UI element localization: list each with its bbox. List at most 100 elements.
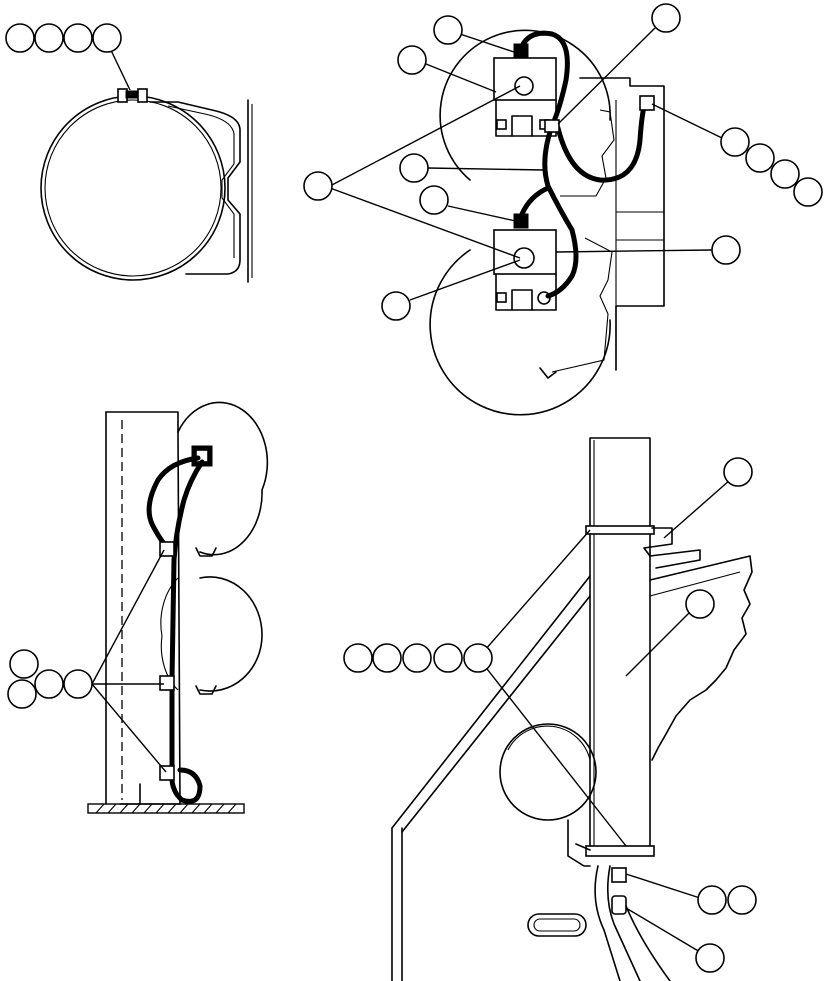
upper-bracket <box>560 109 615 197</box>
leader-line <box>91 683 167 773</box>
leader-line <box>625 907 701 953</box>
callout-bubble <box>695 943 725 973</box>
callout-bubble <box>433 643 463 673</box>
top-right-harness-view <box>303 3 823 416</box>
leader-line <box>625 609 693 677</box>
lower-terminal-nut <box>496 292 507 303</box>
callout-bubble <box>745 143 775 173</box>
frame-plate-inner <box>649 571 741 597</box>
lower-terminal-post <box>513 247 535 269</box>
callout-bubble <box>697 885 727 915</box>
upper-clamp-tab <box>195 547 217 557</box>
harness-clamp-nut <box>639 95 655 111</box>
upper-band <box>585 525 655 535</box>
callout-bubble <box>63 23 93 53</box>
callout-bubble <box>381 291 411 321</box>
upper-terminal-slot <box>511 115 533 137</box>
leader-line <box>425 63 497 93</box>
side-clip <box>159 541 175 557</box>
round-tank <box>499 723 597 821</box>
leader-line <box>479 659 627 847</box>
side-clip <box>159 675 175 691</box>
clamp-bolt <box>125 90 139 99</box>
callout-bubble <box>92 23 122 53</box>
callout-bubble <box>723 457 753 487</box>
bottom-right-mount-view <box>343 437 757 981</box>
upper-terminal-post <box>514 76 534 96</box>
leader-line <box>447 205 521 223</box>
callout-group-harness-view <box>303 3 741 321</box>
callout-bubble <box>5 23 35 53</box>
upper-cylinder <box>439 29 611 181</box>
ground-plate <box>87 803 245 814</box>
leader-line <box>557 27 656 125</box>
frame-rail-inner <box>401 595 591 833</box>
lower-clamp-tab <box>539 367 557 379</box>
callout-bubble <box>34 23 64 53</box>
leader-line <box>625 873 701 899</box>
fitting-nut <box>611 895 627 915</box>
column-top <box>105 411 179 433</box>
upper-terminal-nut <box>496 119 507 130</box>
callout-bubble <box>463 643 493 673</box>
side-harness-run <box>169 459 205 804</box>
hose-right <box>606 865 641 981</box>
callout-bubble <box>651 3 681 33</box>
bracket-plate <box>149 101 241 275</box>
hose-left <box>594 865 621 981</box>
callout-bubble <box>711 235 741 265</box>
fitting-body <box>611 867 627 883</box>
side-harness-loop <box>146 455 201 551</box>
clamp-band <box>44 99 222 277</box>
harness-wire-main <box>519 30 579 299</box>
cylinder-outline <box>40 95 226 281</box>
bottom-left-side-view <box>7 401 269 814</box>
ground-hatch <box>95 803 237 814</box>
leader-line <box>651 103 723 139</box>
callout-bubble <box>770 159 800 189</box>
lower-cylinder <box>429 249 611 416</box>
leader-line <box>91 549 165 685</box>
upper-side-cylinder <box>177 401 269 556</box>
callout-bubble <box>34 669 64 699</box>
leader-line <box>477 529 591 659</box>
callout-group-top-left <box>5 23 131 91</box>
lower-band <box>585 845 655 857</box>
hose-outer <box>625 905 671 981</box>
slot-opening-inner <box>533 918 581 932</box>
leader-line <box>459 33 515 53</box>
callout-group-fitting <box>625 873 757 915</box>
leader-line <box>329 187 521 259</box>
slot-opening <box>527 913 587 937</box>
lower-bracket <box>551 237 613 373</box>
harness-clip <box>544 119 560 133</box>
bracket-inner-edge <box>167 105 235 258</box>
round-tank-inner <box>507 725 591 761</box>
leader-line <box>427 167 545 171</box>
callout-bubble <box>303 171 333 201</box>
top-left-clamp-view <box>5 23 253 283</box>
callout-bubble <box>9 649 39 679</box>
frame-plate-edge <box>649 555 753 761</box>
lower-side-cylinder <box>199 576 263 692</box>
harness-wire-jumper <box>519 185 551 217</box>
callout-bubble <box>402 643 432 673</box>
lower-bracket <box>567 819 591 867</box>
leader-line <box>329 85 521 187</box>
callout-bubble <box>419 185 449 215</box>
leader-line <box>409 259 521 301</box>
callout-bubble <box>727 885 757 915</box>
callout-bubble <box>685 589 715 619</box>
clamp-ear-right <box>137 88 148 103</box>
callout-bubble <box>343 643 373 673</box>
mount-plate <box>579 77 665 371</box>
callout-bubble <box>372 643 402 673</box>
callout-bubble <box>433 15 463 45</box>
frame-rail-outer <box>391 575 591 829</box>
lower-terminal-slot <box>511 289 533 311</box>
leader-line <box>663 479 731 539</box>
callout-bubble <box>63 669 93 699</box>
harness-wire-branch <box>555 97 649 183</box>
callout-group-mount-bands <box>343 529 627 847</box>
callout-bubble <box>7 679 37 709</box>
